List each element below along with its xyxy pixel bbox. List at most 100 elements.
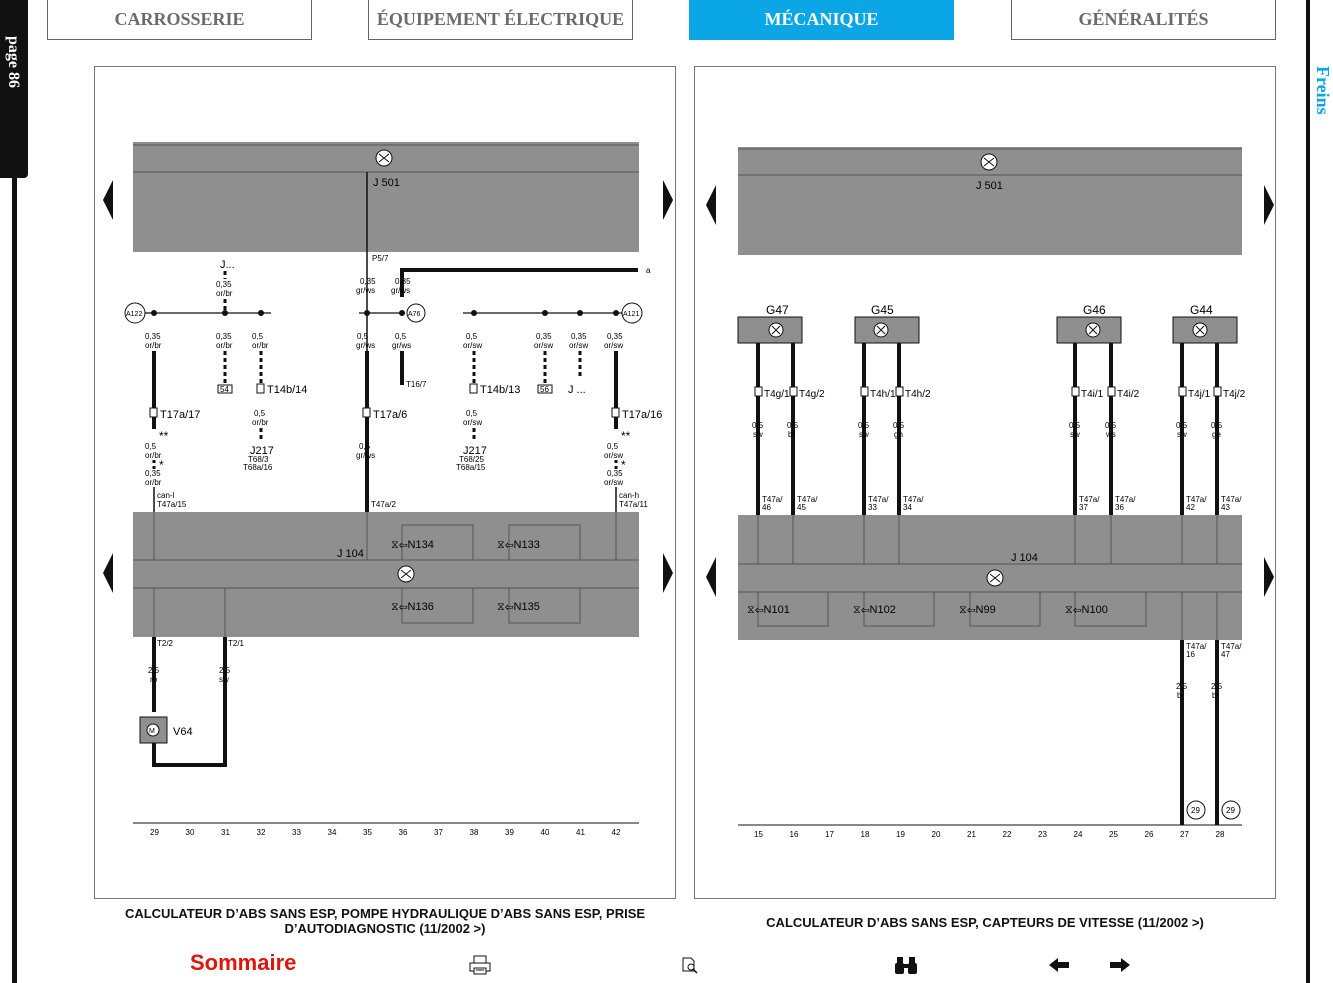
wire-color: or/br: [216, 289, 233, 298]
valve-n134: ⧖⇦N134: [391, 539, 434, 551]
left-caption: CALCULATEUR D’ABS SANS ESP, POMPE HYDRAU…: [94, 906, 676, 936]
wire-color: or/br: [252, 341, 269, 350]
wire-size: 0,5: [752, 421, 764, 430]
zoom-page-button[interactable]: [677, 952, 703, 978]
wire-color: gr/ws: [356, 451, 375, 460]
wire-size: 0,35: [607, 332, 623, 341]
plug-t47a: T47a/: [1115, 495, 1136, 504]
next-page-arrow-bottom-left[interactable]: [663, 553, 673, 593]
right-column-18: 18: [861, 830, 870, 839]
right-column-16: 16: [790, 830, 799, 839]
label-a: a: [646, 266, 651, 275]
wire-color: or/br: [216, 341, 233, 350]
wire-color: br: [1212, 691, 1219, 700]
plug-t47a15: T47a/15: [157, 500, 187, 509]
wire-color: or/sw: [604, 341, 623, 350]
plug-t4h-1: T4h/1: [870, 389, 896, 400]
arrow-left-icon: [1049, 958, 1069, 972]
prev-page-arrow-top-right[interactable]: [706, 185, 716, 225]
next-page-arrow-top-right[interactable]: [1264, 185, 1274, 225]
wire-size: 0,35: [360, 277, 376, 286]
plug-t17a16: T17a/16: [622, 409, 662, 421]
plug-t683: T68/3: [248, 455, 269, 464]
wire-color: gr/ws: [356, 341, 375, 350]
wire-color: sw: [1177, 430, 1187, 439]
prev-page-arrow-bottom-right[interactable]: [706, 557, 716, 597]
right-column-24: 24: [1074, 830, 1083, 839]
wire-size: 0,35: [145, 469, 161, 478]
section-title: Freins: [1313, 66, 1333, 115]
left-column-29: 29: [150, 828, 159, 837]
wire-color: ro: [150, 675, 158, 684]
left-column-34: 34: [328, 828, 337, 837]
left-border: [12, 0, 17, 983]
plug-t21: T2/1: [228, 639, 245, 648]
wire-size: 0,5: [466, 332, 478, 341]
svg-text:29: 29: [1191, 806, 1200, 815]
prev-page-arrow-bottom-left[interactable]: [103, 553, 113, 593]
j104-bus-icon: [397, 565, 415, 583]
zoom-page-icon: [682, 957, 698, 974]
wire-color: gr/ws: [391, 286, 410, 295]
plug-t6825: T68/25: [459, 455, 484, 464]
tab-mecanique[interactable]: MÉCANIQUE: [689, 0, 954, 40]
pump-motor-v64: M: [139, 716, 168, 744]
plug-t68a16: T68a/16: [243, 463, 273, 472]
binoculars-icon: [895, 957, 917, 974]
caption-line-1: CALCULATEUR D’ABS SANS ESP, POMPE HYDRAU…: [124, 906, 646, 921]
label-jdots-bottom: J ...: [568, 384, 586, 396]
note-stars: **: [159, 429, 169, 443]
wire-color: gr/ws: [392, 341, 411, 350]
next-page-arrow-bottom-right[interactable]: [1264, 557, 1274, 597]
plug-pin: 34: [903, 503, 912, 512]
ground-point-29a: 29: [1186, 800, 1206, 820]
right-column-25: 25: [1109, 830, 1118, 839]
plug-pin: 45: [797, 503, 806, 512]
tab-equipement-electrique[interactable]: ÉQUIPEMENT ÉLECTRIQUE: [368, 0, 633, 40]
j104-bus-icon: [986, 569, 1004, 587]
sommaire-link[interactable]: Sommaire: [190, 950, 297, 975]
tab-carrosserie[interactable]: CARROSSERIE: [47, 0, 312, 40]
print-button[interactable]: [467, 952, 493, 978]
right-column-23: 23: [1038, 830, 1047, 839]
left-column-36: 36: [399, 828, 408, 837]
sensor-g46: G46: [1056, 303, 1122, 344]
right-column-17: 17: [825, 830, 834, 839]
sensor-g47: G47: [737, 303, 803, 344]
valve-n101: ⧖⇦N101: [747, 604, 790, 616]
left-wiring-diagram: J 501 P5/7 a J... 0,35 or/br 0,35 gr/ws …: [124, 142, 662, 837]
wire-size: 0,35: [536, 332, 552, 341]
right-column-26: 26: [1145, 830, 1154, 839]
right-caption: CALCULATEUR D’ABS SANS ESP, CAPTEURS DE …: [766, 915, 1204, 930]
caption-line-2: D’AUTODIAGNOSTIC (11/2002 >): [284, 921, 486, 936]
wire-color: br: [1177, 691, 1184, 700]
previous-page-button[interactable]: [1046, 952, 1072, 978]
left-column-41: 41: [576, 828, 585, 837]
right-border: [1306, 0, 1310, 983]
j501-bus-icon: [375, 149, 393, 167]
left-column-40: 40: [541, 828, 550, 837]
j104-block: [133, 512, 639, 637]
plug-t47a: T47a/: [762, 495, 783, 504]
wire-color: or/sw: [604, 478, 623, 487]
left-column-32: 32: [257, 828, 266, 837]
plug-pin: 42: [1186, 503, 1195, 512]
wire-size: 2,5: [1211, 682, 1223, 691]
wire-color: br: [788, 430, 795, 439]
label-can-l: can-l: [157, 491, 175, 500]
plug-t4g-1: T4g/1: [764, 389, 790, 400]
search-button[interactable]: [893, 952, 919, 978]
svg-text:G47: G47: [766, 303, 789, 317]
wire-color: or/br: [145, 478, 162, 487]
plug-pin: 33: [868, 503, 877, 512]
tab-generalites[interactable]: GÉNÉRALITÉS: [1011, 0, 1276, 40]
svg-text:A122: A122: [126, 311, 142, 318]
prev-page-arrow-top-left[interactable]: [103, 180, 113, 220]
next-page-arrow-top-left[interactable]: [663, 180, 673, 220]
left-column-42: 42: [612, 828, 621, 837]
right-column-15: 15: [754, 830, 763, 839]
wire-size: 0,5: [252, 332, 264, 341]
next-page-button[interactable]: [1107, 952, 1133, 978]
plug-t14b13: T14b/13: [480, 384, 520, 396]
label-j501: J 501: [976, 180, 1003, 192]
